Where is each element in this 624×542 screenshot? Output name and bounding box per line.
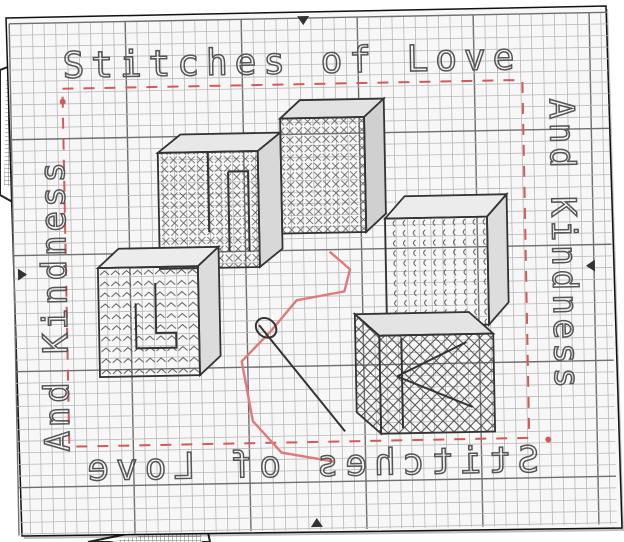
side-text-left: And Kindness xyxy=(33,158,79,452)
cube-diamond-stitch xyxy=(355,312,495,435)
cube-cross-stitch-tall xyxy=(280,99,387,234)
cube-chevron-stitch xyxy=(98,247,221,377)
cube-c-stitch xyxy=(385,194,509,326)
side-text-right: And Kindness xyxy=(541,98,587,392)
